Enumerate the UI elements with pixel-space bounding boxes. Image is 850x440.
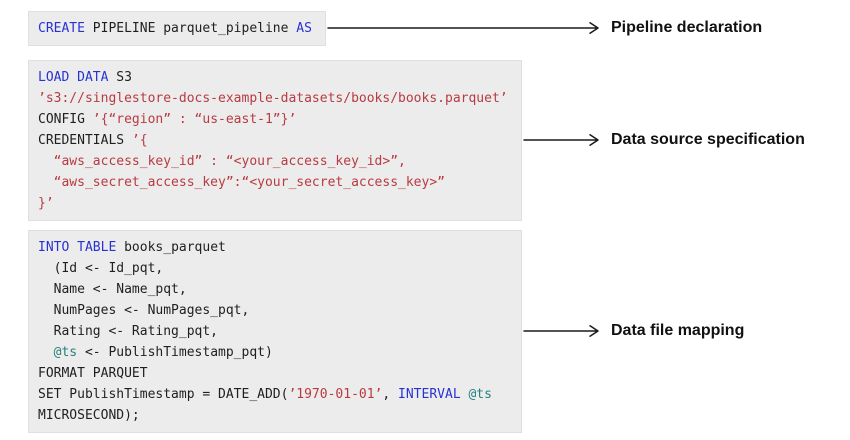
annotation-label-data-source-specification: Data source specification xyxy=(611,131,805,148)
arrow-icon-data-source-specification xyxy=(523,134,599,146)
code-block-pipeline-declaration: CREATE PIPELINE parquet_pipeline AS xyxy=(28,11,326,46)
code-block-data-file-mapping: INTO TABLE books_parquet (Id <- Id_pqt, … xyxy=(28,230,522,433)
code-text-pipeline-declaration: CREATE PIPELINE parquet_pipeline AS xyxy=(38,21,312,36)
code-text-data-file-mapping: INTO TABLE books_parquet (Id <- Id_pqt, … xyxy=(38,240,492,423)
code-block-data-source-specification: LOAD DATA S3’s3://singlestore-docs-examp… xyxy=(28,60,522,221)
annotation-label-data-file-mapping: Data file mapping xyxy=(611,322,745,339)
annotation-label-pipeline-declaration: Pipeline declaration xyxy=(611,19,763,36)
code-text-data-source-specification: LOAD DATA S3’s3://singlestore-docs-examp… xyxy=(38,70,508,211)
arrow-icon-pipeline-declaration xyxy=(327,22,599,34)
arrow-icon-data-file-mapping xyxy=(523,325,599,337)
